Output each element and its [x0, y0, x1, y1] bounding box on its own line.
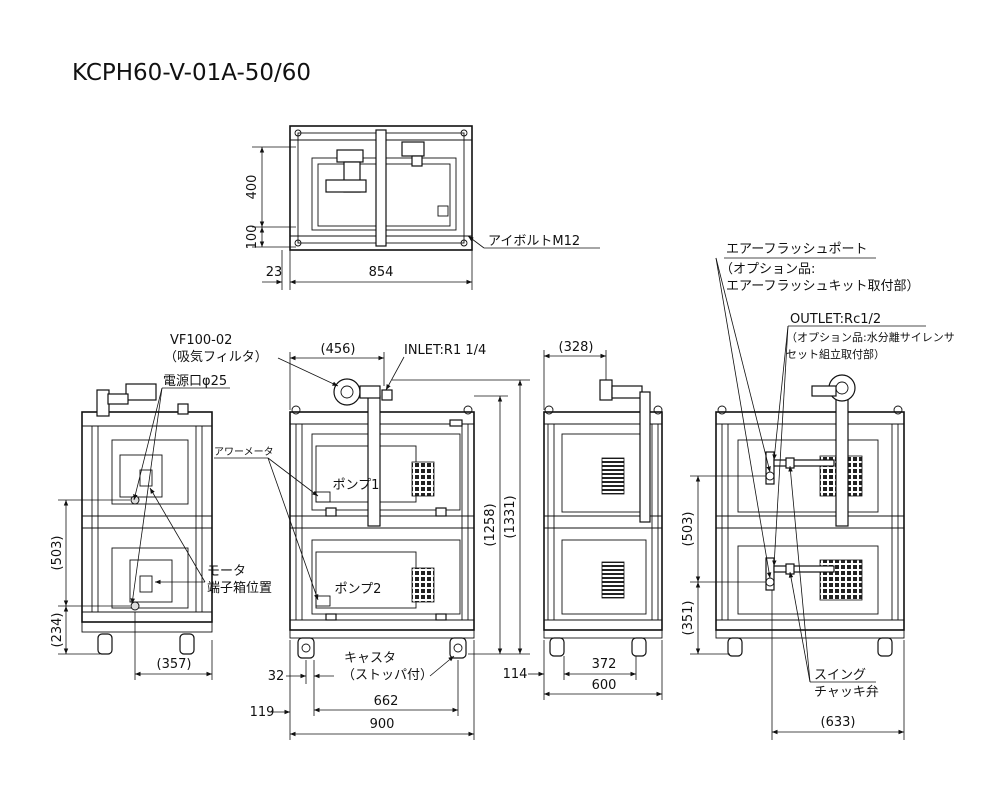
top-dim-23: 23 — [266, 265, 283, 280]
front-dim-662: 662 — [374, 694, 399, 709]
front-view: ポンプ1 ポンプ2 (456) VF100-02 （吸気フィルタ） INLET:… — [164, 333, 530, 740]
rear-dim-351: (351) — [681, 601, 696, 636]
air-flush-port-label: エアーフラッシュポート — [726, 242, 867, 257]
front-dim-119: 119 — [250, 705, 275, 720]
caster-label-1: キャスタ — [344, 651, 396, 666]
air-flush-option-2: エアーフラッシュキット取付部） — [726, 279, 919, 294]
top-dim-400: 400 — [245, 175, 260, 200]
front-dim-1258: (1258) — [483, 503, 498, 546]
left-dim-357: (357) — [157, 657, 192, 672]
side-dim-372: 372 — [592, 657, 617, 672]
left-dim-234: (234) — [50, 613, 65, 648]
pump1-label: ポンプ1 — [333, 478, 380, 493]
motor-label-1: モータ — [207, 564, 246, 579]
side-view: (328) 114 372 600 — [503, 340, 663, 700]
check-valve-label-1: スイング — [814, 668, 866, 683]
side-dim-600: 600 — [592, 678, 617, 693]
power-inlet-label: 電源口φ25 — [163, 374, 227, 389]
caster-label-2: （ストッパ付） — [342, 668, 433, 683]
filter-label-1: VF100-02 — [170, 333, 232, 348]
outlet-option-1: （オプション品:水分離サイレンサ — [786, 330, 955, 344]
top-dim-100: 100 — [245, 225, 260, 250]
pump2-label: ポンプ2 — [335, 582, 382, 597]
front-dim-456: (456) — [321, 342, 356, 357]
outlet-label: OUTLET:Rc1/2 — [790, 312, 881, 327]
front-dim-900: 900 — [370, 717, 395, 732]
top-view: 400 100 23 854 アイボルトM12 — [245, 125, 600, 290]
hour-meter-label: アワーメータ — [214, 446, 274, 458]
check-valve-label-2: チャッキ弁 — [814, 685, 879, 700]
top-dim-854: 854 — [369, 265, 394, 280]
rear-dim-503: (503) — [681, 512, 696, 547]
outlet-option-2: セット組立取付部） — [786, 347, 885, 361]
rear-view: (503) (351) (633) エアーフラッシュポート （オプション品: エ… — [681, 242, 955, 740]
eyebolt-label: アイボルトM12 — [488, 234, 580, 249]
side-dim-114: 114 — [503, 667, 528, 682]
air-flush-option-1: （オプション品: — [720, 262, 815, 277]
front-dim-1331: (1331) — [503, 495, 518, 538]
filter-label-2: （吸気フィルタ） — [164, 349, 268, 365]
inlet-label: INLET:R1 1/4 — [404, 343, 486, 358]
left-view: (503) (234) (357) 電源口φ25 モータ 端子箱位置 — [50, 374, 272, 680]
motor-label-2: 端子箱位置 — [207, 580, 272, 596]
left-dim-503: (503) — [50, 536, 65, 571]
drawing-title: KCPH60-V-01A-50/60 — [72, 60, 311, 86]
side-dim-328: (328) — [559, 340, 594, 355]
front-dim-32: 32 — [268, 669, 285, 684]
rear-dim-633: (633) — [821, 715, 856, 730]
